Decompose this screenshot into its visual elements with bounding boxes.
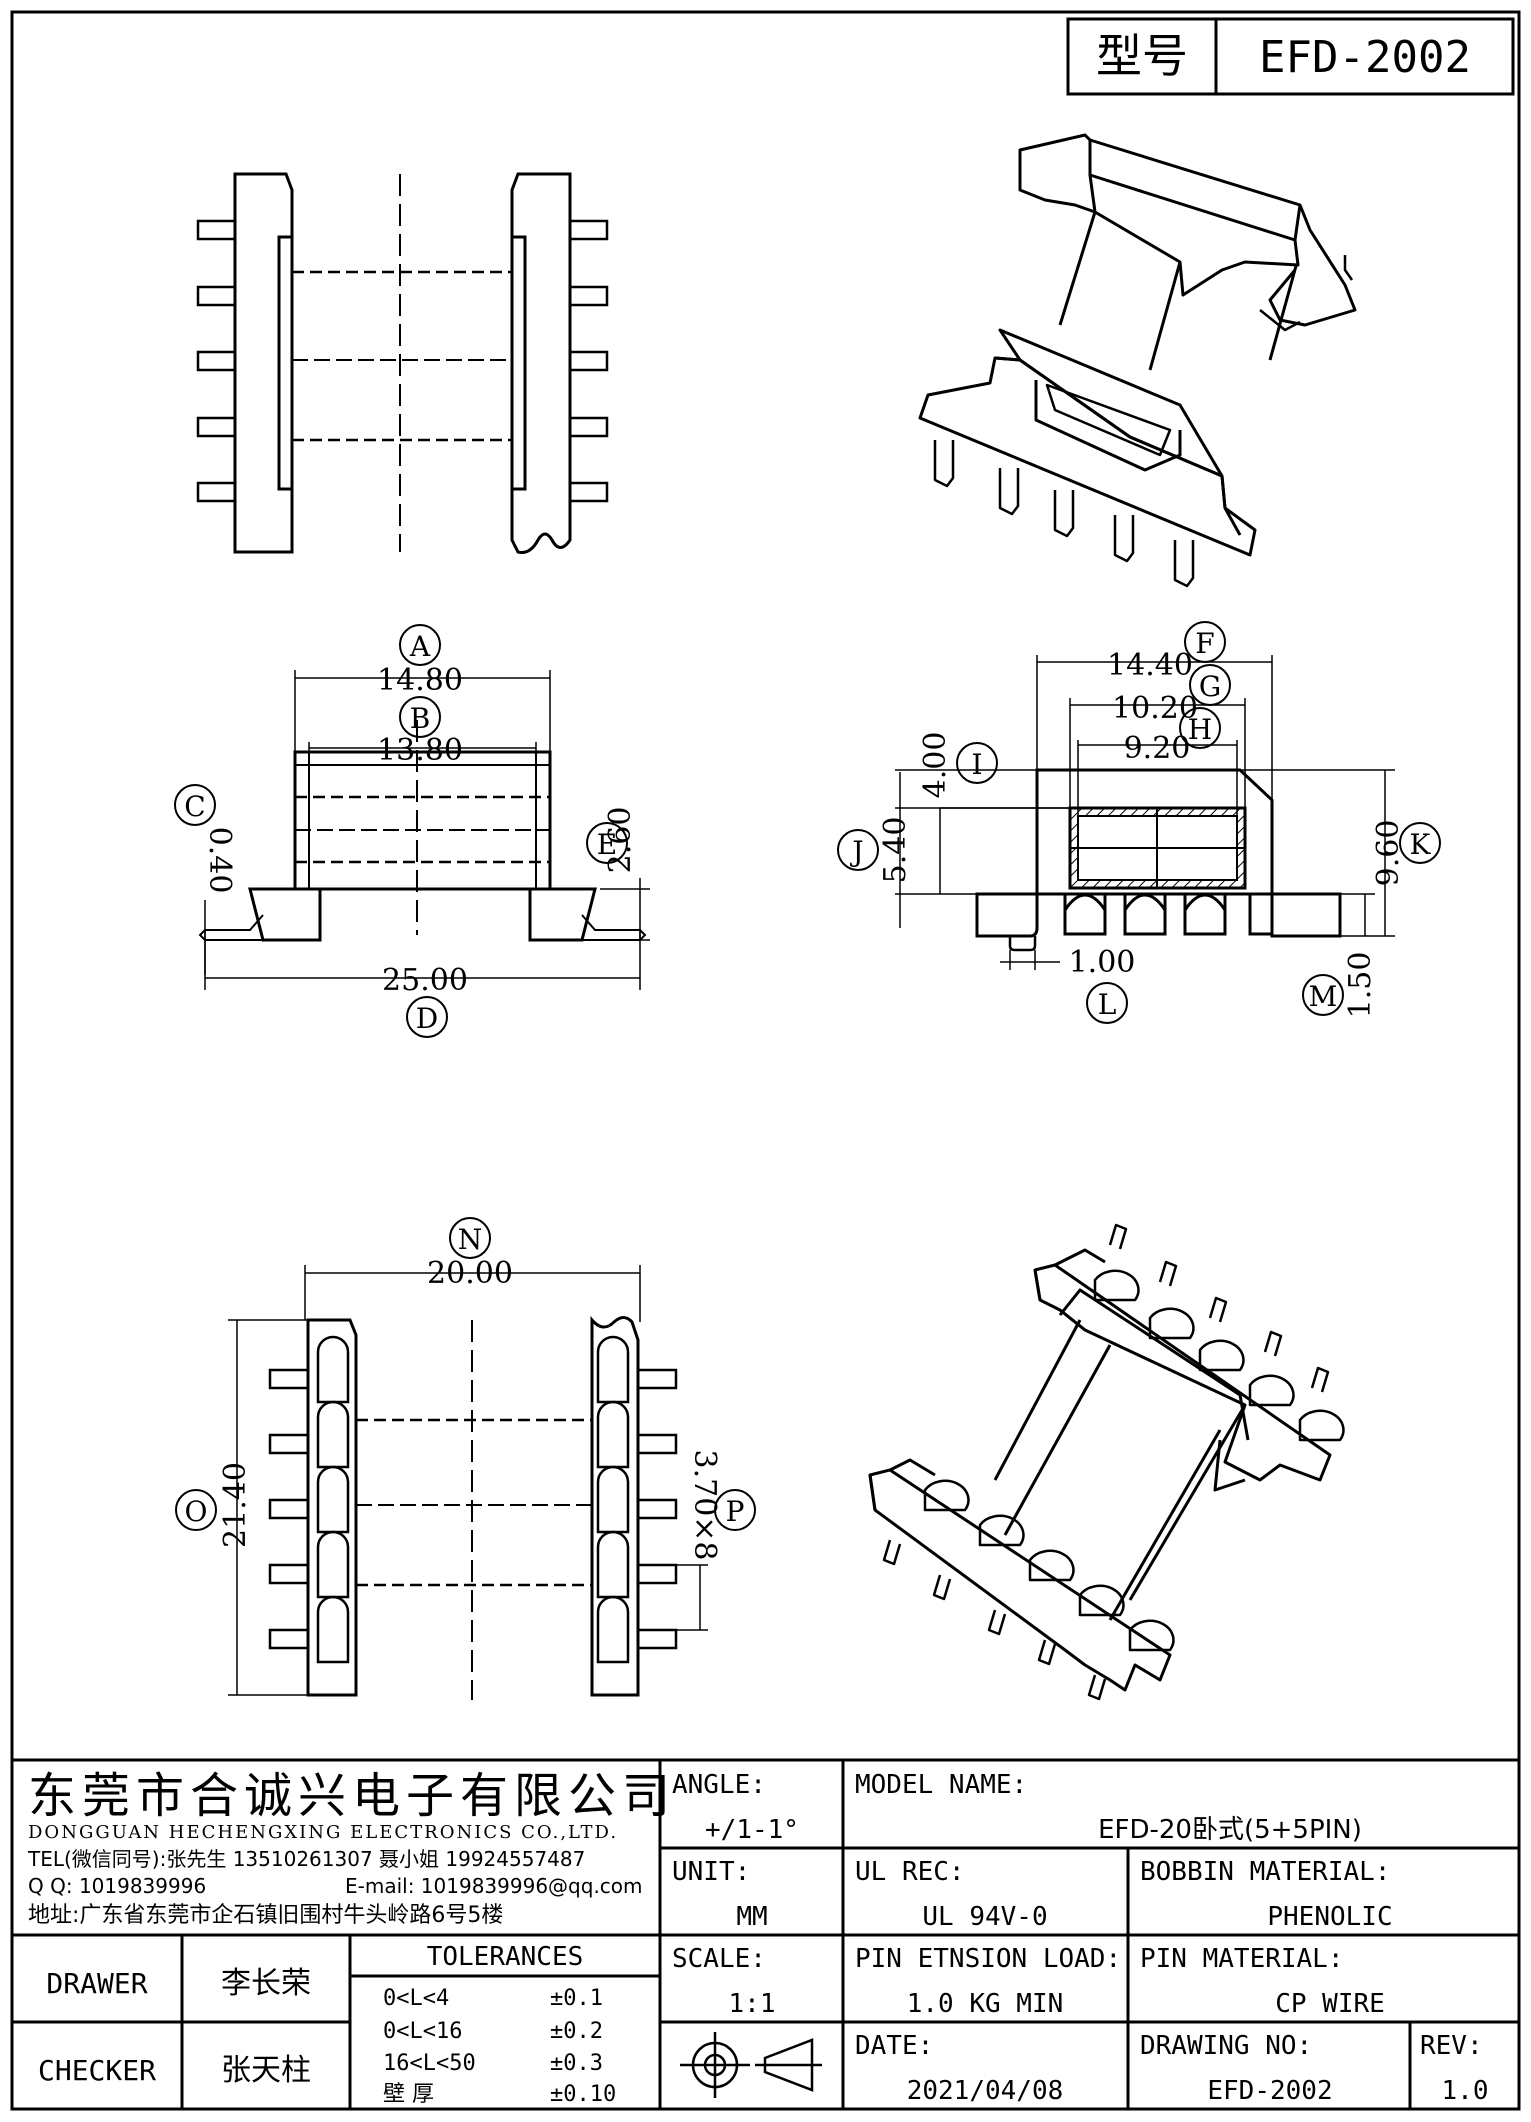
sheet-border bbox=[10, 10, 1521, 2111]
dim-letter-o: O bbox=[185, 1495, 208, 1528]
tolerance-range: 壁 厚 bbox=[383, 2082, 434, 2107]
pin-material-value: CP WIRE bbox=[1275, 1989, 1385, 2019]
unit-value: MM bbox=[736, 1902, 767, 1932]
tolerance-range: 0<L<4 bbox=[383, 1986, 449, 2011]
dim-letter-h: H bbox=[1188, 713, 1212, 746]
scale-label: SCALE: bbox=[672, 1944, 766, 1974]
header-model-value: EFD-2002 bbox=[1259, 32, 1471, 83]
ul-value: UL 94V-0 bbox=[922, 1902, 1047, 1932]
side-view bbox=[975, 768, 1342, 952]
tolerance-value: ±0.1 bbox=[550, 1986, 603, 2011]
tolerance-value: ±0.10 bbox=[550, 2082, 616, 2107]
bottom-view bbox=[268, 1315, 678, 1700]
bobbin-value: PHENOLIC bbox=[1267, 1902, 1392, 1932]
front-view-dims bbox=[204, 670, 650, 990]
title-block-center: ANGLE: +/1-1° UNIT: MM SCALE: 1:1 bbox=[672, 1770, 799, 2019]
header-model-box: 型号 EFD-2002 bbox=[1066, 17, 1515, 96]
angle-value: +/1-1° bbox=[705, 1815, 799, 1845]
company-name-cn: 东莞市合诚兴电子有限公司 bbox=[28, 1768, 676, 1824]
drawing-no-value: EFD-2002 bbox=[1207, 2076, 1332, 2106]
side-view-dim-labels: F 14.40 G 10.20 H 9.20 I 4.00 J 5.40 K 9… bbox=[837, 621, 1441, 1024]
dim-value-i: 4.00 bbox=[918, 732, 953, 799]
tolerance-value: ±0.2 bbox=[550, 2019, 603, 2044]
rev-label: REV: bbox=[1420, 2031, 1483, 2061]
drawer-label: DRAWER bbox=[46, 1967, 147, 2000]
bottom-view-dim-labels: N 20.00 O 21.40 P 3.70×8 bbox=[175, 1217, 756, 1561]
title-block-lines bbox=[12, 1758, 1519, 2109]
date-value: 2021/04/08 bbox=[907, 2076, 1064, 2106]
dim-letter-m: M bbox=[1309, 980, 1338, 1013]
company-address: 地址:广东省东莞市企石镇旧围村牛头岭路6号5楼 bbox=[28, 1903, 503, 1928]
dim-letter-e: E bbox=[597, 828, 617, 861]
dim-letter-j: J bbox=[849, 835, 863, 868]
tolerance-value: ±0.3 bbox=[550, 2051, 603, 2076]
side-view-dims bbox=[895, 655, 1395, 970]
load-value: 1.0 KG MIN bbox=[907, 1989, 1064, 2019]
dim-letter-g: G bbox=[1199, 670, 1221, 703]
tolerance-range: 16<L<50 bbox=[383, 2051, 476, 2076]
dim-value-f: 14.40 bbox=[1107, 648, 1193, 683]
angle-label: ANGLE: bbox=[672, 1770, 766, 1800]
checker-label: CHECKER bbox=[38, 2054, 156, 2087]
tolerances-table: TOLERANCES 0<L<4 ±0.1 0<L<16 ±0.2 16<L<5… bbox=[383, 1942, 616, 2107]
iso-view-bottom bbox=[868, 1223, 1345, 1701]
pin-material-label: PIN MATERIAL: bbox=[1140, 1944, 1344, 1974]
front-view-dim-labels: A 14.80 B 13.80 C 0.40 D 25.00 E 2.60 bbox=[174, 624, 638, 1038]
dim-value-b: 13.80 bbox=[377, 733, 463, 768]
dim-value-g: 10.20 bbox=[1112, 691, 1198, 726]
load-label: PIN ETNSION LOAD: bbox=[855, 1944, 1121, 1974]
unit-label: UNIT: bbox=[672, 1857, 750, 1887]
dim-letter-c: C bbox=[184, 790, 205, 823]
dim-letter-i: I bbox=[971, 748, 982, 781]
front-view bbox=[198, 720, 647, 942]
model-name-label: MODEL NAME: bbox=[855, 1770, 1027, 1800]
date-label: DATE: bbox=[855, 2031, 933, 2061]
dim-value-l: 1.00 bbox=[1069, 945, 1136, 980]
drawing-no-label: DRAWING NO: bbox=[1140, 2031, 1312, 2061]
dim-value-a: 14.80 bbox=[377, 663, 463, 698]
dim-value-o: 21.40 bbox=[218, 1462, 253, 1548]
company-block: 东莞市合诚兴电子有限公司 DONGGUAN HECHENGXING ELECTR… bbox=[27, 1768, 676, 1928]
dim-letter-d: D bbox=[416, 1002, 438, 1035]
dim-value-j: 5.40 bbox=[878, 817, 913, 884]
signature-block: DRAWER 李长荣 CHECKER 张天柱 bbox=[38, 1966, 311, 2088]
dim-value-e: 2.60 bbox=[603, 807, 638, 874]
drawer-value: 李长荣 bbox=[221, 1966, 311, 2001]
title-block-right: MODEL NAME: EFD-20卧式(5+5PIN) UL REC: UL … bbox=[855, 1770, 1488, 2106]
company-qq: Q Q: 1019839996 bbox=[28, 1874, 206, 1898]
dim-value-d: 25.00 bbox=[382, 963, 468, 998]
model-name-value: EFD-20卧式(5+5PIN) bbox=[1098, 1815, 1362, 1845]
dim-value-c: 0.40 bbox=[202, 827, 237, 894]
iso-view-top bbox=[918, 133, 1357, 588]
dim-letter-b: B bbox=[410, 702, 431, 735]
dim-value-n: 20.00 bbox=[427, 1256, 513, 1291]
dim-value-k: 9.60 bbox=[1371, 820, 1406, 887]
top-view bbox=[196, 172, 609, 554]
ul-label: UL REC: bbox=[855, 1857, 965, 1887]
dim-value-m: 1.50 bbox=[1343, 952, 1378, 1019]
tolerance-range: 0<L<16 bbox=[383, 2019, 462, 2044]
dim-value-h: 9.20 bbox=[1124, 731, 1191, 766]
dim-letter-k: K bbox=[1410, 828, 1432, 861]
bottom-view-dims bbox=[228, 1265, 708, 1696]
bobbin-label: BOBBIN MATERIAL: bbox=[1140, 1857, 1390, 1887]
company-name-en: DONGGUAN HECHENGXING ELECTRONICS CO.,LTD… bbox=[28, 1822, 618, 1843]
dim-letter-a: A bbox=[409, 630, 431, 663]
company-tel: TEL(微信同号):张先生 13510261307 聂小姐 1992455748… bbox=[27, 1847, 585, 1871]
tolerances-title: TOLERANCES bbox=[427, 1942, 584, 1972]
projection-symbol bbox=[680, 2032, 822, 2098]
dim-letter-l: L bbox=[1098, 988, 1117, 1021]
header-model-label: 型号 bbox=[1096, 29, 1188, 83]
scale-value: 1:1 bbox=[729, 1989, 776, 2019]
company-email: E-mail: 1019839996@qq.com bbox=[345, 1874, 643, 1898]
dim-letter-f: F bbox=[1195, 627, 1214, 660]
dim-value-p: 3.70×8 bbox=[687, 1449, 722, 1560]
dim-letter-n: N bbox=[458, 1223, 483, 1256]
dim-letter-p: P bbox=[726, 1495, 745, 1528]
checker-value: 张天柱 bbox=[221, 2053, 311, 2088]
rev-value: 1.0 bbox=[1442, 2076, 1489, 2106]
